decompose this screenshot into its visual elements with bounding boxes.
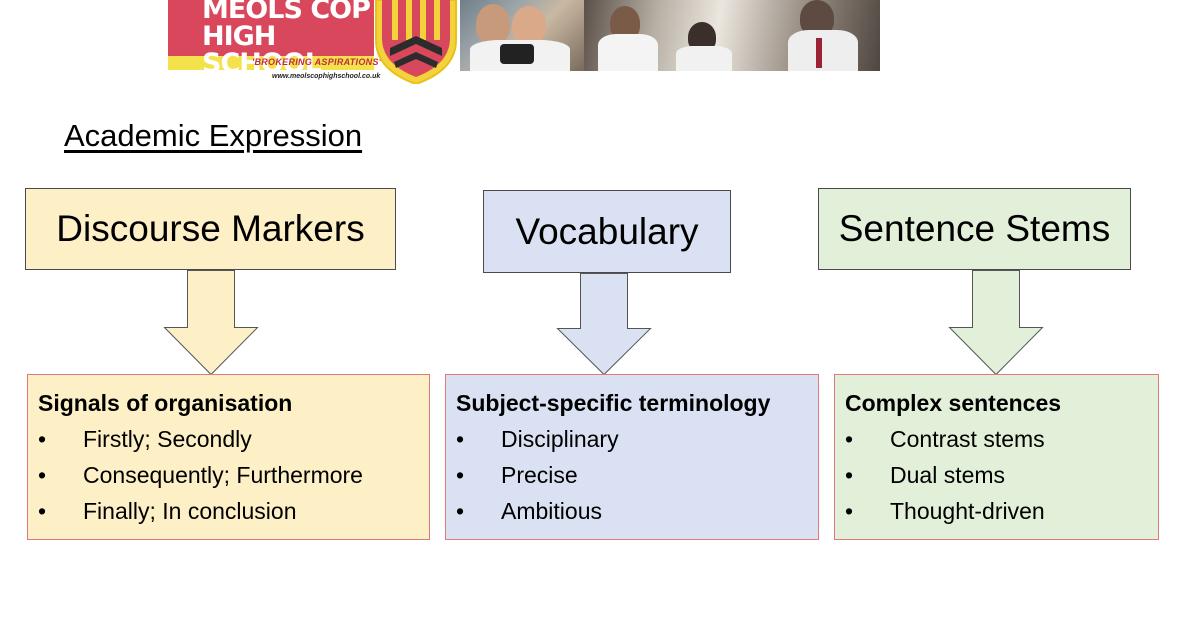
list-item: • Precise xyxy=(456,457,818,493)
header-label: Discourse Markers xyxy=(56,208,365,249)
detail-list: • Disciplinary • Precise • Ambitious xyxy=(456,421,818,529)
bullet-icon: • xyxy=(456,462,465,488)
list-item-text: Finally; In conclusion xyxy=(83,498,297,524)
list-item: • Thought-driven xyxy=(845,493,1158,529)
list-item: • Ambitious xyxy=(456,493,818,529)
banner-photo-classroom xyxy=(584,0,880,71)
list-item: • Finally; In conclusion xyxy=(38,493,429,529)
list-item-text: Dual stems xyxy=(890,462,1006,488)
list-item: • Disciplinary xyxy=(456,421,818,457)
detail-title: Complex sentences xyxy=(845,390,1062,416)
list-item-text: Disciplinary xyxy=(501,426,619,452)
list-item: • Consequently; Furthermore xyxy=(38,457,429,493)
bullet-icon: • xyxy=(456,498,465,524)
detail-box-discourse-markers: Signals of organisation • Firstly; Second… xyxy=(27,374,430,540)
list-item-text: Ambitious xyxy=(501,498,602,524)
school-name: MEOLS COP HIGH SCHOOL xyxy=(202,0,371,79)
detail-title: Subject-specific terminology xyxy=(456,390,771,416)
bullet-icon: • xyxy=(38,426,47,452)
down-arrow-icon xyxy=(556,273,652,376)
school-motto: 'BROKERING ASPIRATIONS' xyxy=(252,57,382,67)
bullet-icon: • xyxy=(845,498,854,524)
list-item-text: Firstly; Secondly xyxy=(83,426,252,452)
bullet-icon: • xyxy=(38,462,47,488)
list-item-text: Contrast stems xyxy=(890,426,1045,452)
down-arrow-icon xyxy=(948,270,1044,376)
banner-yellow-strip xyxy=(168,56,374,70)
header-box-discourse-markers: Discourse Markers xyxy=(25,188,396,270)
header-label: Sentence Stems xyxy=(838,208,1111,249)
list-item: • Firstly; Secondly xyxy=(38,421,429,457)
list-item-text: Consequently; Furthermore xyxy=(83,462,363,488)
list-item: • Contrast stems xyxy=(845,421,1158,457)
down-arrow-icon xyxy=(163,270,259,376)
list-item: • Dual stems xyxy=(845,457,1158,493)
header-label: Vocabulary xyxy=(515,210,699,252)
bullet-icon: • xyxy=(845,462,854,488)
header-box-vocabulary: Vocabulary xyxy=(483,190,731,273)
detail-box-vocabulary: Subject-specific terminology • Disciplina… xyxy=(445,374,819,540)
school-crest-icon xyxy=(375,0,457,84)
bullet-icon: • xyxy=(456,426,465,452)
school-banner: MEOLS COP HIGH SCHOOL 'BROKERING ASPIRAT… xyxy=(168,0,880,84)
detail-list: • Firstly; Secondly • Consequently; Furthe… xyxy=(38,421,429,529)
detail-list: • Contrast stems • Dual stems • Thought-dri… xyxy=(845,421,1158,529)
bullet-icon: • xyxy=(38,498,47,524)
page-title: Academic Expression xyxy=(64,118,363,153)
list-item-text: Precise xyxy=(501,462,578,488)
header-box-sentence-stems: Sentence Stems xyxy=(818,188,1131,270)
school-website: www.meolscophighschool.co.uk xyxy=(272,73,381,80)
banner-photo-students xyxy=(460,0,584,71)
bullet-icon: • xyxy=(845,426,854,452)
detail-box-sentence-stems: Complex sentences • Contrast stems • Dual … xyxy=(834,374,1159,540)
detail-title: Signals of organisation xyxy=(38,390,293,416)
banner-red-panel xyxy=(168,0,374,56)
list-item-text: Thought-driven xyxy=(890,498,1045,524)
